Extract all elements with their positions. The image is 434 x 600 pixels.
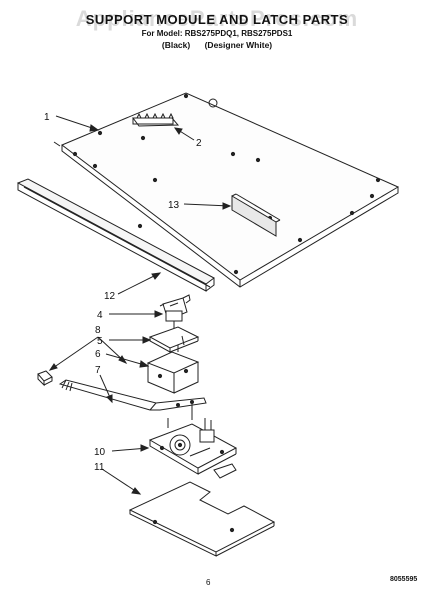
color-variants: (Black) (Designer White) [0,40,434,50]
color-designer-white-label: (Designer White) [204,40,273,50]
callout-7: 7 [95,365,101,376]
page-number: 6 [206,578,211,587]
bracket-plate-part-5 [148,326,200,353]
callout-6: 6 [95,349,101,360]
latch-arm-part-7 [58,379,207,420]
trim-strip-part-12 [16,178,215,292]
watermark: AppliancePartsPros.com [75,6,359,31]
callout-leaders [48,115,232,495]
support-panel-part-1 [53,92,400,288]
slot-part-13 [231,193,281,237]
callout-2: 2 [196,138,202,149]
latch-mechanism-part-10 [148,418,238,479]
color-black-label: (Black) [161,40,191,50]
bracket-housing-part-6 [146,345,200,394]
callout-4: 4 [97,310,103,321]
callout-13: 13 [168,200,180,211]
callout-8: 8 [95,325,101,336]
terminal-block-part-2 [132,112,180,141]
callout-5: 5 [97,336,103,347]
diagram-title: SUPPORT MODULE AND LATCH PARTS [85,12,349,27]
base-plate-part-11 [128,481,276,557]
callout-10: 10 [94,447,106,458]
callout-12: 12 [104,291,116,302]
callout-1: 1 [44,112,50,123]
knob-part-8 [37,370,53,387]
model-line: For Model: RBS275PDQ1, RBS275PDS1 [141,29,293,38]
latch-switch-part-4 [159,294,191,330]
document-code: 8055595 [390,576,418,583]
callout-11: 11 [94,462,105,473]
